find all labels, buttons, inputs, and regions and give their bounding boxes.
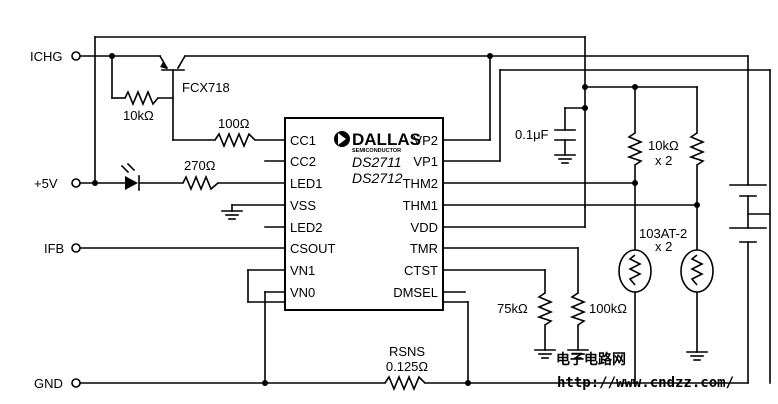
r-cc1-label: 100Ω [218,116,250,131]
resistor-cc1 [214,131,256,149]
cap-label: 0.1μF [515,127,549,142]
ground-tmr [567,349,589,359]
ic-brand: DALLAS [352,130,421,149]
led-diode [120,162,140,191]
r-led-label: 270Ω [184,158,216,173]
pin-thm1: THM1 [403,198,438,213]
resistor-tmr [569,292,587,326]
junction-dots [92,53,700,386]
ic-part2: DS2712 [352,170,403,186]
ground-ctst [534,349,556,359]
pin-ctst: CTST [404,263,438,278]
watermark-line1: 电子电路网 [556,351,626,368]
ground-vss [221,210,243,220]
transistor-fcx718 [158,54,187,71]
r-tmr-label: 100kΩ [589,301,627,316]
resistor-pullup-1 [626,132,644,166]
ic-body [284,117,444,311]
ic-brand-sub: SEMICONDUCTOR [352,148,401,154]
pin-vp1: VP1 [413,154,438,169]
gnd-label: GND [34,376,63,391]
r-pullup-qty: x 2 [655,153,672,168]
r-base-label: 10kΩ [123,108,154,123]
pin-vp2: VP2 [413,133,438,148]
thermistor-2 [680,249,714,293]
transistor-label: FCX718 [182,80,230,95]
plus5v-terminal [71,178,81,188]
pin-led1: LED1 [290,176,323,191]
resistor-rsns [384,374,426,392]
r-pullup-label: 10kΩ [648,138,679,153]
resistor-pullup-2 [688,132,706,166]
battery [729,184,767,243]
ic-part1: DS2711 [352,154,402,170]
thermistor-label: 103AT-2 [639,226,687,241]
thermistor-1 [618,249,652,293]
pin-vn0: VN0 [290,285,315,300]
resistor-base [124,89,159,107]
plus5v-label: +5V [34,176,58,191]
gnd-terminal [71,378,81,388]
resistor-led [182,174,219,192]
ichg-terminal [71,51,81,61]
ifb-terminal [71,243,81,253]
resistor-ctst [536,292,554,326]
pin-tmr: TMR [410,241,438,256]
thermistor-qty: x 2 [655,239,672,254]
ic-logo [334,131,350,147]
pin-dmsel: DMSEL [393,285,438,300]
pin-thm2: THM2 [403,176,438,191]
pin-led2: LED2 [290,220,323,235]
rsns-name: RSNS [389,344,425,359]
pin-cc1: CC1 [290,133,316,148]
watermark-line2: http://www.cndzz.com/ [557,375,734,391]
pin-csout: CSOUT [290,241,336,256]
capacitor [554,129,576,164]
ichg-label: ICHG [30,49,63,64]
pin-vn1: VN1 [290,263,315,278]
r-ctst-label: 75kΩ [497,301,528,316]
rsns-value: 0.125Ω [386,359,429,374]
terminals [71,51,81,388]
ground-thermistor [686,351,708,361]
pin-vdd: VDD [411,220,438,235]
ifb-label: IFB [44,241,64,256]
pin-vss: VSS [290,198,316,213]
pin-cc2: CC2 [290,154,316,169]
